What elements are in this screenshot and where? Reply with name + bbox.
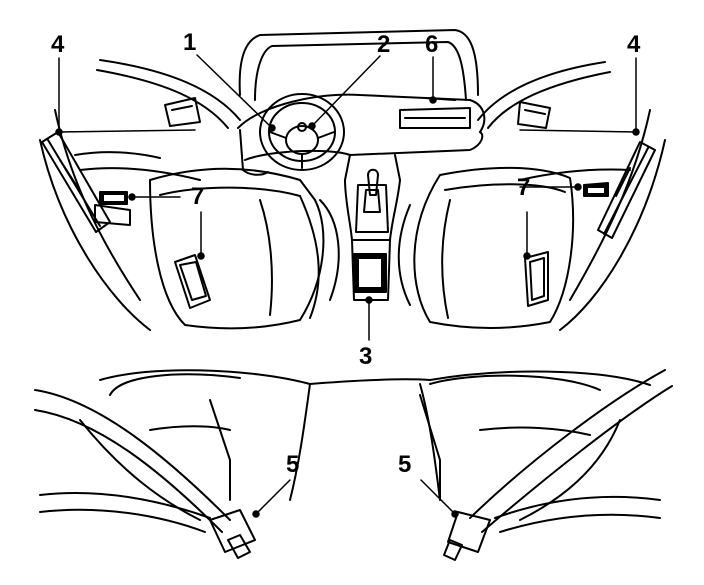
callout-5-right: 5 xyxy=(398,451,412,478)
right-side-airbag xyxy=(598,142,655,238)
callout-4-left: 4 xyxy=(51,31,65,58)
windshield-frame xyxy=(97,30,610,128)
left-side-airbag xyxy=(42,132,110,232)
rear-seat xyxy=(80,370,650,520)
right-seatbelt xyxy=(444,370,672,560)
callout-6: 6 xyxy=(425,31,439,58)
callout-7-right: 7 xyxy=(517,174,531,201)
callout-5-left: 5 xyxy=(286,451,300,478)
right-front-seat xyxy=(399,168,573,328)
callout-1: 1 xyxy=(183,29,197,56)
callout-4-right: 4 xyxy=(627,31,641,58)
callout-leader-lines xyxy=(56,55,639,517)
center-console xyxy=(345,170,400,300)
left-seatbelt xyxy=(35,390,255,558)
callout-7-left: 7 xyxy=(191,183,205,210)
left-front-seat xyxy=(150,169,339,329)
side-mirrors xyxy=(165,98,550,128)
callout-2: 2 xyxy=(377,31,391,58)
steering-wheel xyxy=(260,94,344,170)
dashboard xyxy=(238,95,484,180)
callout-3: 3 xyxy=(359,343,373,370)
